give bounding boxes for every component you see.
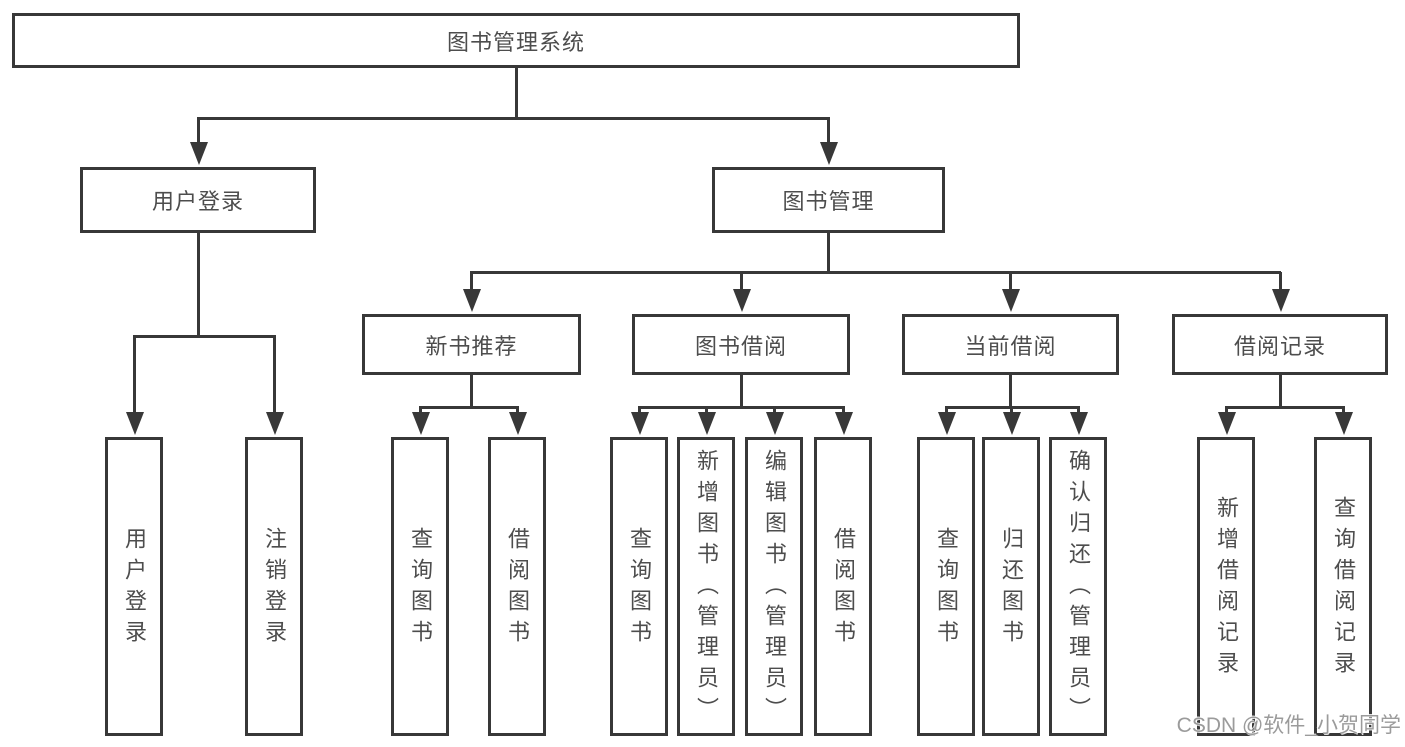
connector-arrow <box>1010 407 1013 412</box>
connector-arrow <box>945 407 948 412</box>
connector-line <box>1279 375 1282 408</box>
node-current-borrowing: 当前借阅 <box>902 314 1119 375</box>
leaf-edit-book-admin: 编辑图书（管理员） <box>745 437 803 736</box>
leaf-logout: 注销登录 <box>245 437 303 736</box>
csdn-watermark: CSDN @软件_小贺同学 <box>1176 714 1401 737</box>
connector-arrow <box>638 407 641 412</box>
leaf-query-books-recommend: 查询图书 <box>391 437 449 736</box>
connector-arrow <box>1225 407 1228 412</box>
connector-arrow <box>419 407 422 412</box>
connector-arrow <box>1342 407 1345 412</box>
leaf-user-login: 用户登录 <box>105 437 163 736</box>
connector-arrow <box>1279 272 1282 289</box>
connector-arrow <box>842 407 845 412</box>
connector-arrow <box>133 336 136 412</box>
connector-line <box>827 233 830 274</box>
connector-arrow <box>705 407 708 412</box>
connector-line <box>133 335 276 338</box>
connector-arrow <box>197 118 200 142</box>
node-user-login: 用户登录 <box>80 167 316 233</box>
connector-arrow <box>1009 272 1012 289</box>
leaf-query-borrow-record: 查询借阅记录 <box>1314 437 1372 736</box>
leaf-confirm-return-admin: 确认归还（管理员） <box>1049 437 1107 736</box>
leaf-query-books-current: 查询图书 <box>917 437 975 736</box>
leaf-add-borrow-record: 新增借阅记录 <box>1197 437 1255 736</box>
connector-arrow <box>273 336 276 412</box>
connector-line <box>1225 406 1345 409</box>
node-book-borrowing: 图书借阅 <box>632 314 850 375</box>
node-library-management-system: 图书管理系统 <box>12 13 1020 68</box>
connector-line <box>740 375 743 408</box>
connector-line <box>197 117 830 120</box>
connector-line <box>470 375 473 408</box>
connector-arrow <box>773 407 776 412</box>
connector-line <box>419 406 519 409</box>
node-book-management: 图书管理 <box>712 167 945 233</box>
connector-line <box>197 233 200 338</box>
connector-arrow <box>470 272 473 289</box>
node-borrowing-records: 借阅记录 <box>1172 314 1388 375</box>
leaf-add-book-admin: 新增图书（管理员） <box>677 437 735 736</box>
leaf-return-books: 归还图书 <box>982 437 1040 736</box>
connector-arrow <box>740 272 743 289</box>
connector-arrow <box>827 118 830 142</box>
leaf-query-books-borrowing: 查询图书 <box>610 437 668 736</box>
connector-arrow <box>1077 407 1080 412</box>
connector-line <box>515 66 518 119</box>
connector-line <box>470 271 1281 274</box>
connector-line <box>1009 375 1012 408</box>
leaf-borrow-books: 借阅图书 <box>814 437 872 736</box>
connector-line <box>638 406 845 409</box>
leaf-borrow-books-recommend: 借阅图书 <box>488 437 546 736</box>
node-new-book-recommendation: 新书推荐 <box>362 314 581 375</box>
connector-arrow <box>516 407 519 412</box>
